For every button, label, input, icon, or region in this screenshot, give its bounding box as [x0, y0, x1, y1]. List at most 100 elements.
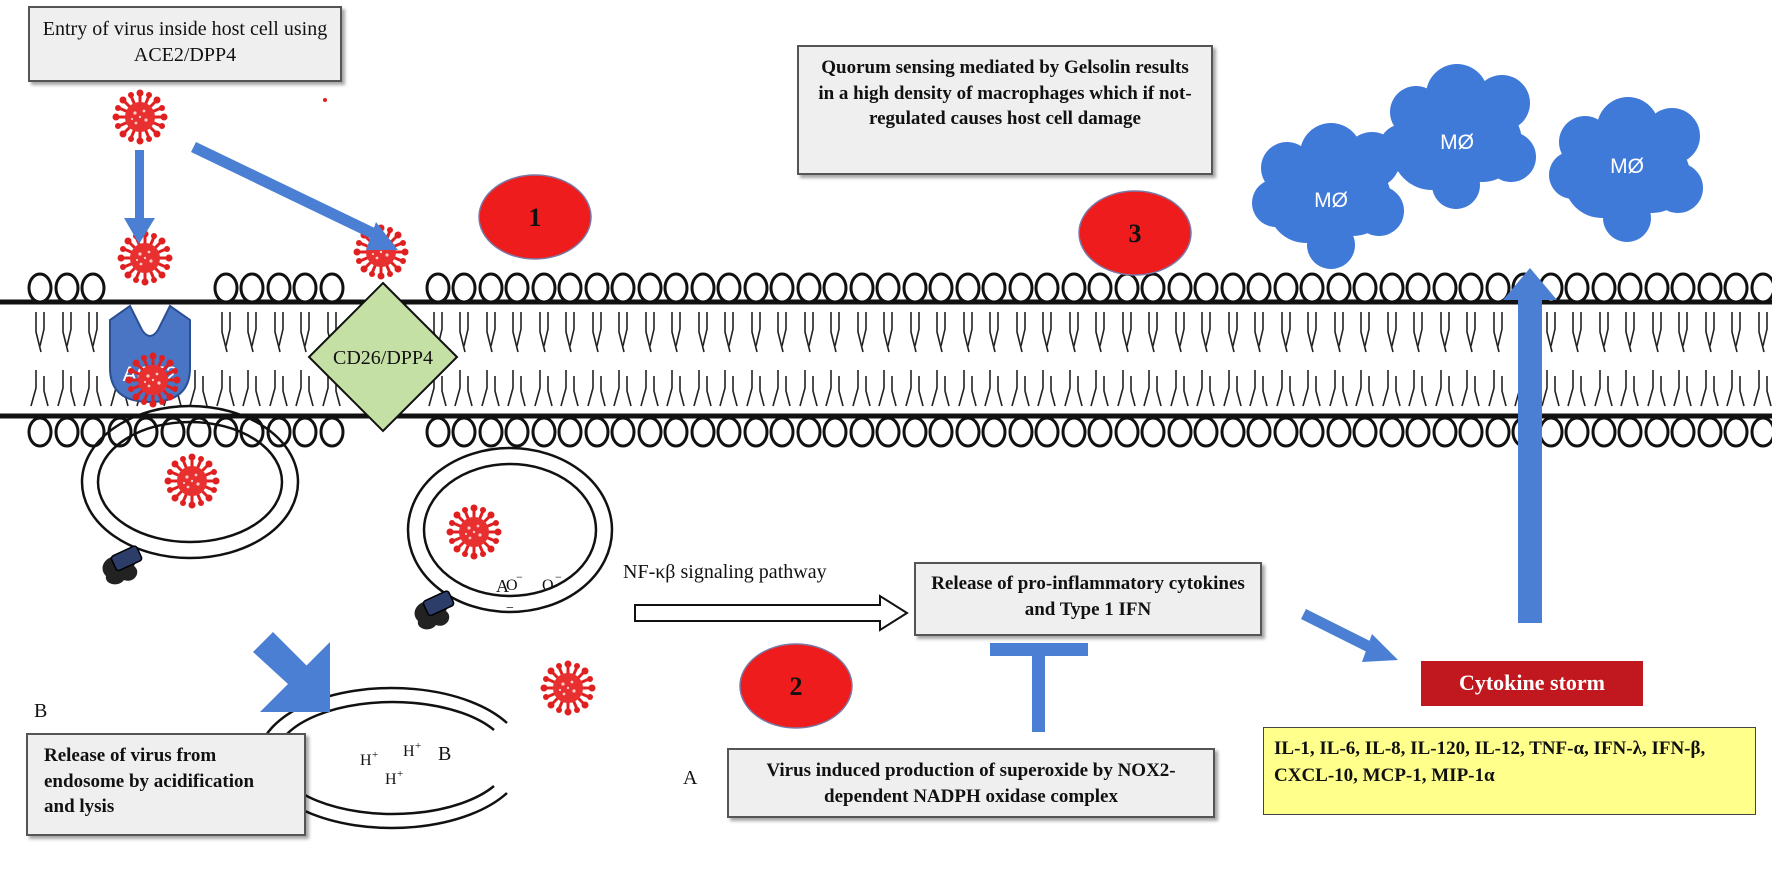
phospholipid-tail	[1201, 312, 1208, 353]
phospholipid-tail	[1130, 376, 1136, 407]
phospholipid-head	[743, 416, 769, 448]
phospholipid-head	[1432, 272, 1458, 304]
phospholipid-tail	[1652, 312, 1659, 353]
phospholipid-tail	[940, 312, 946, 347]
phospholipid-head	[1458, 272, 1484, 304]
phospholipid-tail	[507, 370, 514, 407]
phospholipid-tail	[520, 376, 526, 407]
phospholipid-tail	[1731, 312, 1738, 353]
endosome-inner	[422, 462, 598, 598]
phospholipid-head	[27, 416, 53, 448]
proton-charge: +	[415, 740, 421, 752]
phospholipid-head	[186, 416, 212, 448]
phospholipid-tail	[1117, 370, 1124, 407]
phospholipid-tail	[891, 376, 897, 407]
phospholipid-tail	[706, 376, 712, 407]
phospholipid-tail	[225, 312, 231, 347]
phospholipid-head	[1273, 416, 1299, 448]
cytokine-storm-text: Cytokine storm	[1458, 670, 1606, 695]
phospholipid-tail	[1360, 312, 1367, 353]
phospholipid-tail	[1073, 312, 1079, 347]
arrow-head	[1503, 268, 1557, 300]
macrophage-label: MØ	[1314, 189, 1348, 212]
phospholipid-tail	[282, 376, 288, 407]
phospholipid-tail	[883, 312, 890, 353]
phospholipid-tail	[459, 312, 466, 353]
phospholipid-tail	[1493, 312, 1500, 353]
phospholipid-head	[637, 272, 663, 304]
phospholipid-tails-outer	[35, 312, 1768, 353]
phospholipid-head	[504, 272, 530, 304]
cd26-label: CD26/DPP4	[333, 347, 433, 369]
phospholipid-tail	[1470, 312, 1476, 347]
phospholipid-tail	[543, 312, 549, 347]
nfkb-label: NF-κβ signaling pathway	[623, 561, 827, 583]
phospholipid-head	[584, 416, 610, 448]
phospholipid-tail	[1307, 312, 1314, 353]
phospholipid-tail	[251, 312, 257, 347]
phospholipid-tail	[242, 370, 249, 407]
release-endosome-box: Release of virus from endosome by acidif…	[26, 733, 306, 836]
phospholipid-head	[319, 272, 345, 304]
step-1-circle	[478, 174, 592, 260]
phospholipid-head	[292, 272, 318, 304]
phospholipid-tail	[1488, 370, 1495, 407]
phospholipid-tail	[1448, 376, 1454, 407]
phospholipid-tail	[1170, 370, 1177, 407]
phospholipid-tail	[1625, 312, 1632, 353]
macrophage-cloud	[1549, 97, 1703, 242]
release-endosome-text: Release of virus from endosome by acidif…	[44, 745, 255, 818]
label-a: A	[683, 767, 698, 789]
phospholipid-tail	[39, 312, 45, 347]
phospholipid-head	[1061, 416, 1087, 448]
phospholipid-tail	[1205, 312, 1211, 347]
phospholipid-head	[1193, 416, 1219, 448]
phospholipid-head	[478, 272, 504, 304]
phospholipid-tail	[1673, 370, 1680, 407]
phospholipid-head	[690, 416, 716, 448]
phospholipid-tail	[1541, 370, 1548, 407]
phospholipid-tail	[1700, 370, 1707, 407]
phospholipid-tail	[993, 312, 999, 347]
phospholipid-head	[584, 272, 610, 304]
phospholipid-tail	[1413, 312, 1420, 353]
phospholipid-tail	[1338, 312, 1344, 347]
phospholipid-tail	[1739, 376, 1745, 407]
cytokine-list-box: IL-1, IL-6, IL-8, IL-120, IL-12, TNF-α, …	[1263, 727, 1756, 815]
macrophage-cloud	[1252, 123, 1404, 269]
phospholipid-head	[743, 272, 769, 304]
phospholipid-tail	[626, 376, 632, 407]
phospholipid-tail	[592, 312, 599, 353]
phospholipid-head	[133, 416, 159, 448]
phospholipid-tail	[62, 312, 69, 353]
phospholipid-head	[822, 416, 848, 448]
lysed-endosome-inner	[274, 700, 495, 816]
phospholipid-head	[425, 272, 451, 304]
phospholipid-tail	[984, 370, 991, 407]
arrow-shaft	[191, 142, 383, 242]
quorum-text: Quorum sensing mediated by Gelsolin resu…	[818, 57, 1192, 130]
phospholipid-tail	[971, 376, 977, 407]
superoxide-a-label: A	[496, 576, 509, 596]
phospholipid-head	[27, 272, 53, 304]
arrow-head	[366, 222, 398, 250]
phospholipid-tail	[96, 376, 102, 407]
phospholipid-tail	[221, 312, 228, 353]
phospholipid-tail	[560, 370, 567, 407]
phospholipid-head	[769, 416, 795, 448]
phospholipid-head	[504, 416, 530, 448]
phospholipid-tail	[1302, 370, 1309, 407]
cd26-dpp4-receptor	[307, 281, 459, 433]
phospholipid-tail	[679, 376, 685, 407]
cytokine-list-text: IL-1, IL-6, IL-8, IL-120, IL-12, TNF-α, …	[1274, 738, 1706, 786]
phospholipid-tail	[671, 312, 678, 353]
phospholipid-head	[1617, 416, 1643, 448]
phospholipid-tail	[645, 312, 652, 353]
phospholipid-tail	[1758, 312, 1765, 353]
phospholipid-head	[663, 416, 689, 448]
phospholipid-tail	[812, 376, 818, 407]
phospholipid-tail	[1656, 312, 1662, 347]
phospholipid-tail	[613, 370, 620, 407]
endosome-inner	[96, 420, 284, 544]
phospholipid-head	[716, 416, 742, 448]
